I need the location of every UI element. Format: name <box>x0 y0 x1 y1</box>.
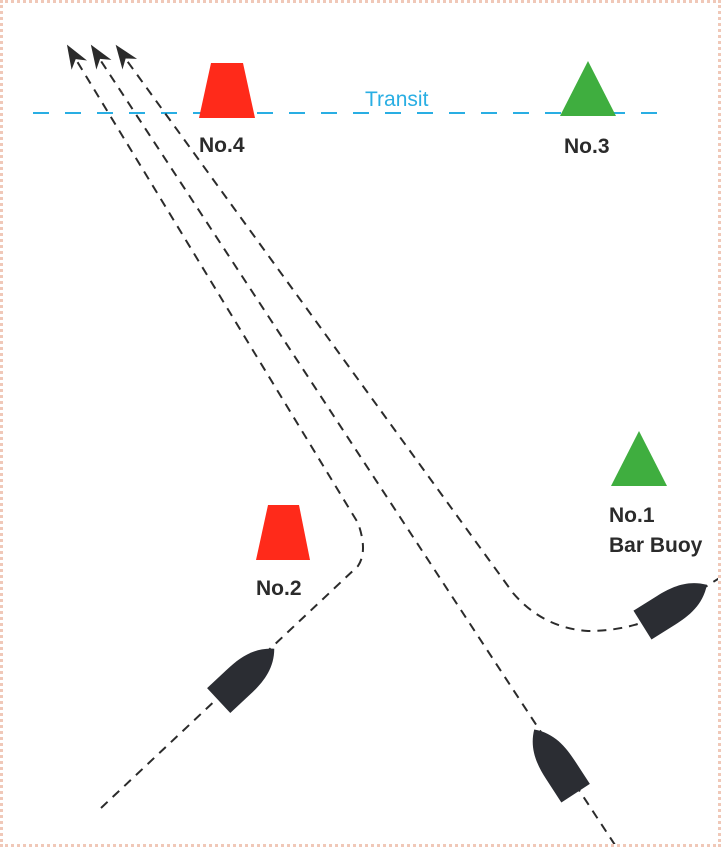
vessel-middle-icon <box>532 729 590 803</box>
transit-label: Transit <box>365 88 429 111</box>
buoy-no2-can-icon <box>256 505 310 560</box>
buoy-no2-label: No.2 <box>256 577 302 600</box>
buoy-no1-cone-icon <box>611 431 667 486</box>
track-middle <box>98 57 616 844</box>
buoy-no3-label: No.3 <box>564 135 610 158</box>
arrowhead-right-icon <box>115 44 138 70</box>
track-left <box>74 57 364 809</box>
vessel-right-icon <box>633 583 707 640</box>
buoy-no1-label: No.1 <box>609 504 655 527</box>
arrowhead-middle-icon <box>90 44 112 70</box>
buoy-no4-label: No.4 <box>199 134 245 157</box>
diagram-canvas: Transit No.4 No.3 No.2 No.1 Bar Buoy <box>33 44 718 844</box>
buoy-no1-sublabel: Bar Buoy <box>609 534 703 557</box>
arrowhead-left-icon <box>66 44 88 70</box>
buoy-no4-can-icon <box>199 63 255 118</box>
buoy-no3-cone-icon <box>560 61 616 116</box>
vessel-left-icon <box>207 648 275 713</box>
